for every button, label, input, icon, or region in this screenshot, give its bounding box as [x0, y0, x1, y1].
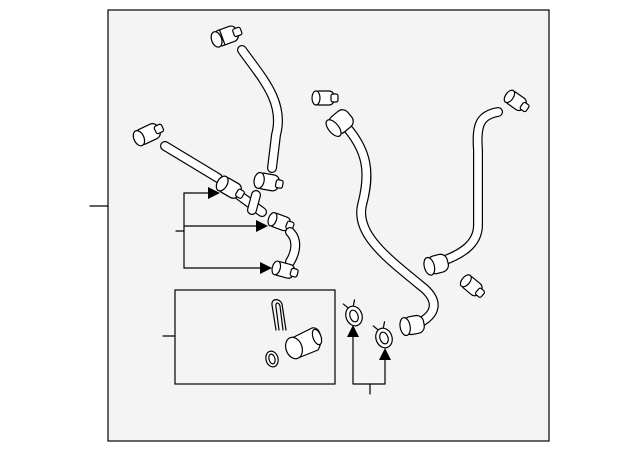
upper-clamp — [210, 25, 243, 48]
middle-clamp — [267, 211, 295, 232]
j-hose-lower-clamp — [459, 274, 486, 298]
tee-fitting — [215, 175, 267, 217]
lower-small-clamp — [271, 260, 299, 279]
upper-hose-lower-clamp — [253, 171, 284, 192]
spring-clamps — [342, 299, 393, 349]
left-clamp — [132, 123, 165, 147]
thermostat-housing — [284, 327, 323, 360]
left-short-hose — [160, 141, 223, 183]
o-ring — [265, 350, 279, 368]
upper-hose — [237, 45, 283, 173]
right-rear-clamp — [503, 89, 530, 113]
j-hose — [423, 107, 503, 276]
long-s-hose — [325, 109, 439, 337]
right-front-clamp — [311, 90, 339, 106]
spring-clamp-callout — [347, 325, 391, 395]
retaining-clip — [271, 299, 287, 331]
elbow-hose — [285, 227, 301, 267]
clamp-callout-bracket — [175, 187, 272, 274]
